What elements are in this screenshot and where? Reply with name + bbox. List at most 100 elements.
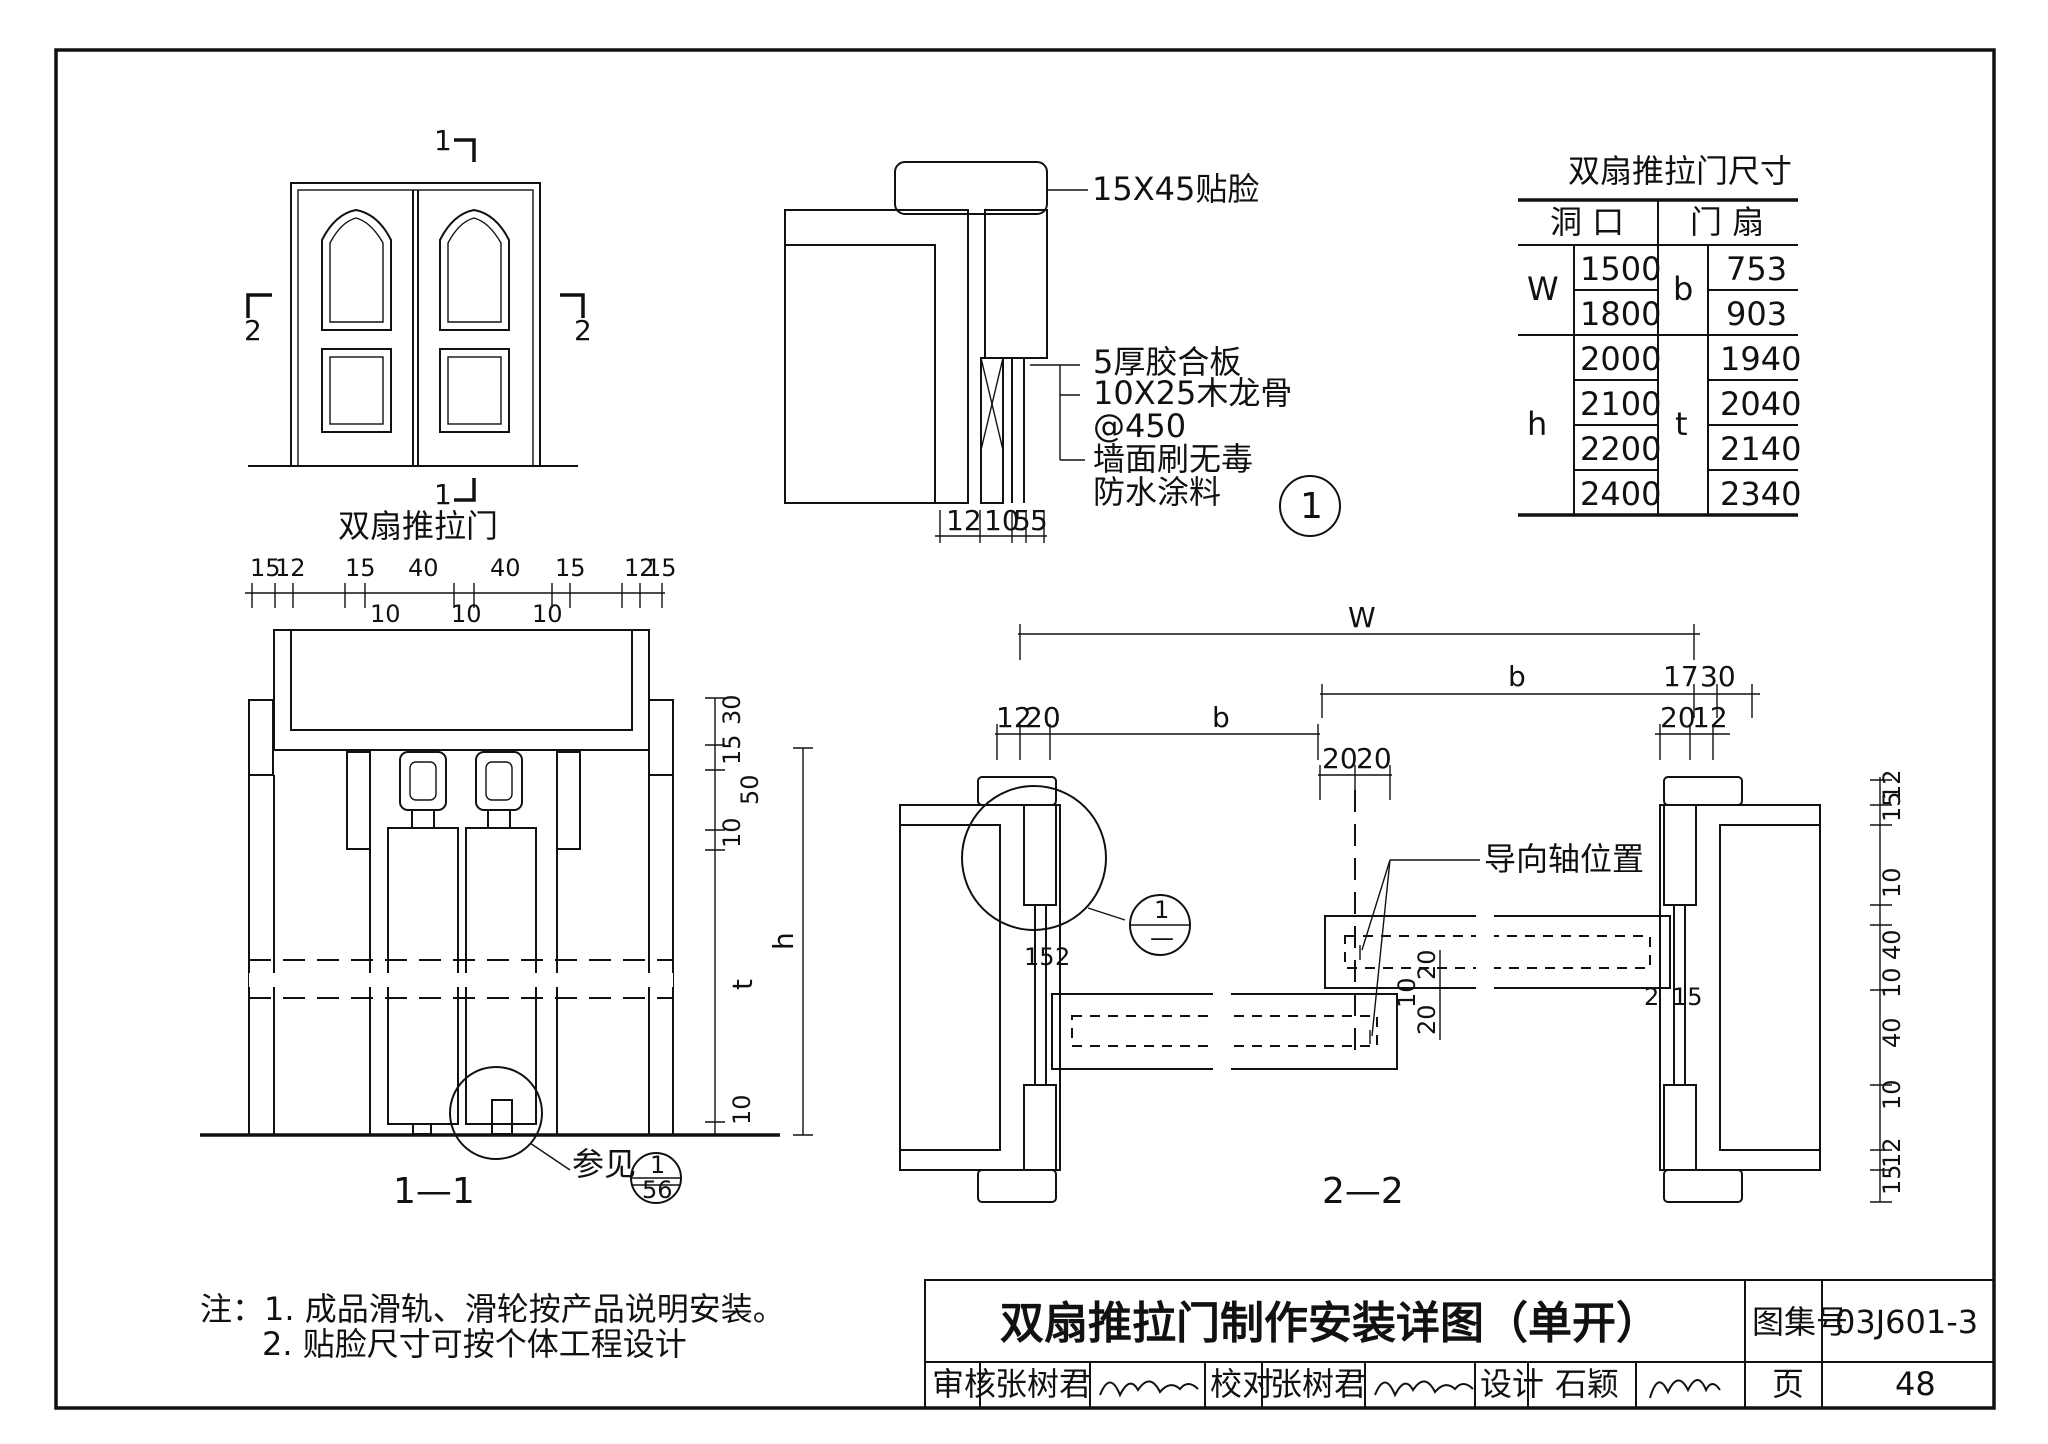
table-h-3: 2400: [1580, 475, 1661, 513]
dim-top-1: 12: [275, 554, 306, 582]
dim-r-10a: 10: [718, 817, 746, 848]
door-elevation: 1 1 2 2 双扇推拉门: [244, 124, 592, 545]
table-h-0: 2000: [1580, 340, 1661, 378]
dim-r-30: 30: [718, 694, 746, 725]
dim-r-50: 50: [736, 774, 764, 805]
dim-fr-7: 15: [1878, 1164, 1906, 1195]
dim-top-0: 15: [250, 554, 281, 582]
dim-top-7: 15: [646, 554, 677, 582]
dim-fr-4: 10: [1878, 967, 1906, 998]
section-2-2-label: 2—2: [1322, 1171, 1404, 1212]
table-title: 双扇推拉门尺寸: [1568, 152, 1792, 190]
reviewer-name: 张树君: [995, 1365, 1091, 1403]
dim-top-5: 15: [555, 554, 586, 582]
dim-W: W: [1348, 601, 1376, 634]
dim-mv-20a: 20: [1413, 949, 1441, 980]
guide-axis-label: 导向轴位置: [1484, 840, 1644, 878]
callout-spacing: @450: [1093, 407, 1186, 445]
detail-1: 15X45贴脸 5厚胶合板 10X25木龙骨 @450 墙面刷无毒 防水涂料 1…: [784, 161, 1341, 543]
dim-sr-2: 2: [1644, 983, 1659, 1011]
table-w-label: W: [1527, 270, 1559, 308]
section-1-bottom-marker: 1: [434, 478, 452, 511]
table-header-leaf: 门 扇: [1690, 203, 1764, 241]
table-h-2: 2200: [1580, 430, 1661, 468]
dim-m20b: 20: [1356, 742, 1392, 775]
dim-t: t: [726, 979, 759, 990]
dim-30: 30: [1700, 660, 1736, 693]
section-2-2: W b 17 30 12 20 b 20 12 20 20: [899, 601, 1906, 1212]
table-b-label: b: [1673, 270, 1693, 308]
d1-dim-2: 5: [1013, 504, 1031, 537]
table-w-1: 1800: [1580, 295, 1661, 333]
dim-sl-2: 2: [1055, 943, 1070, 971]
table-b-1: 903: [1726, 295, 1787, 333]
check-label: 校对: [1210, 1365, 1274, 1403]
door-elevation-label: 双扇推拉门: [338, 507, 498, 545]
table-t-1: 2040: [1720, 385, 1801, 423]
table-header-opening: 洞 口: [1550, 203, 1624, 241]
review-label: 审核: [932, 1365, 996, 1403]
atlas-label: 图集号: [1752, 1303, 1848, 1341]
dim-top-2: 15: [345, 554, 376, 582]
callout-coating-2: 防水涂料: [1093, 473, 1221, 511]
ref-bottom: 56: [642, 1176, 673, 1204]
dim-fr-2: 10: [1878, 867, 1906, 898]
dim-12: 12: [996, 701, 1032, 734]
dim-r20: 20: [1660, 701, 1696, 734]
dim-b-left: b: [1212, 701, 1230, 734]
d1-dim-1: 10: [984, 504, 1020, 537]
dim-sl-15: 15: [1024, 943, 1055, 971]
page-label: 页: [1772, 1365, 1804, 1403]
dim-sub-0: 10: [370, 600, 401, 628]
table-t-0: 1940: [1720, 340, 1801, 378]
dim-sr-15: 15: [1672, 983, 1703, 1011]
dim-fr-5: 40: [1878, 1017, 1906, 1048]
size-table: 双扇推拉门尺寸 洞 口 门 扇 W b h t 1500 1800 753 90…: [1518, 152, 1801, 517]
callout-trim: 15X45贴脸: [1092, 170, 1259, 208]
section-2-right-marker: 2: [574, 314, 592, 347]
dim-r-15: 15: [718, 734, 746, 765]
checker-name: 张树君: [1270, 1365, 1366, 1403]
dim-fr-8: 12: [1878, 1137, 1906, 1168]
callout-plywood: 5厚胶合板: [1093, 343, 1241, 381]
dim-h: h: [767, 932, 800, 950]
atlas-number: 03J601-3: [1835, 1303, 1978, 1341]
detail-ref-top: 1: [1154, 896, 1169, 924]
callout-coating-1: 墙面刷无毒: [1093, 440, 1253, 478]
dim-sub-1: 10: [451, 600, 482, 628]
note-line-2: 2. 贴脸尺寸可按个体工程设计: [262, 1325, 687, 1363]
dim-sub-2: 10: [532, 600, 563, 628]
ref-top: 1: [650, 1151, 665, 1179]
d1-dim-0: 12: [946, 504, 982, 537]
section-2-left-marker: 2: [244, 314, 262, 347]
notes: 注：1. 成品滑轨、滑轮按产品说明安装。 2. 贴脸尺寸可按个体工程设计: [200, 1290, 785, 1363]
dim-m20a: 20: [1322, 742, 1358, 775]
page-number: 48: [1895, 1365, 1936, 1403]
dim-top-6: 12: [624, 554, 655, 582]
dim-r-10b: 10: [728, 1094, 756, 1125]
note-line-1: 注：1. 成品滑轨、滑轮按产品说明安装。: [200, 1290, 785, 1328]
table-t-3: 2340: [1720, 475, 1801, 513]
designer-signature: [1649, 1379, 1721, 1399]
detail-1-marker: 1: [1300, 486, 1323, 527]
dim-fr-6: 10: [1878, 1079, 1906, 1110]
dim-fr-1: 15: [1878, 791, 1906, 822]
reviewer-signature: [1099, 1380, 1199, 1398]
dim-mv-20b: 20: [1413, 1004, 1441, 1035]
detail-ref-bottom: —: [1150, 924, 1174, 952]
dim-17: 17: [1663, 660, 1699, 693]
table-h-1: 2100: [1580, 385, 1661, 423]
drawing-title: 双扇推拉门制作安装详图（单开）: [1000, 1298, 1660, 1349]
section-1-top-marker: 1: [434, 124, 452, 157]
dim-r12: 12: [1692, 701, 1728, 734]
ref-text: 参见: [572, 1145, 636, 1183]
dim-top-4: 40: [490, 554, 521, 582]
callout-keel: 10X25木龙骨: [1093, 374, 1292, 412]
dim-fr-0: 12: [1878, 769, 1906, 800]
table-w-0: 1500: [1580, 250, 1661, 288]
checker-signature: [1374, 1380, 1474, 1398]
table-t-label: t: [1675, 405, 1688, 443]
title-block: 双扇推拉门制作安装详图（单开） 图集号 03J601-3 审核 张树君 校对 张…: [924, 1279, 1995, 1409]
table-h-label: h: [1527, 405, 1547, 443]
